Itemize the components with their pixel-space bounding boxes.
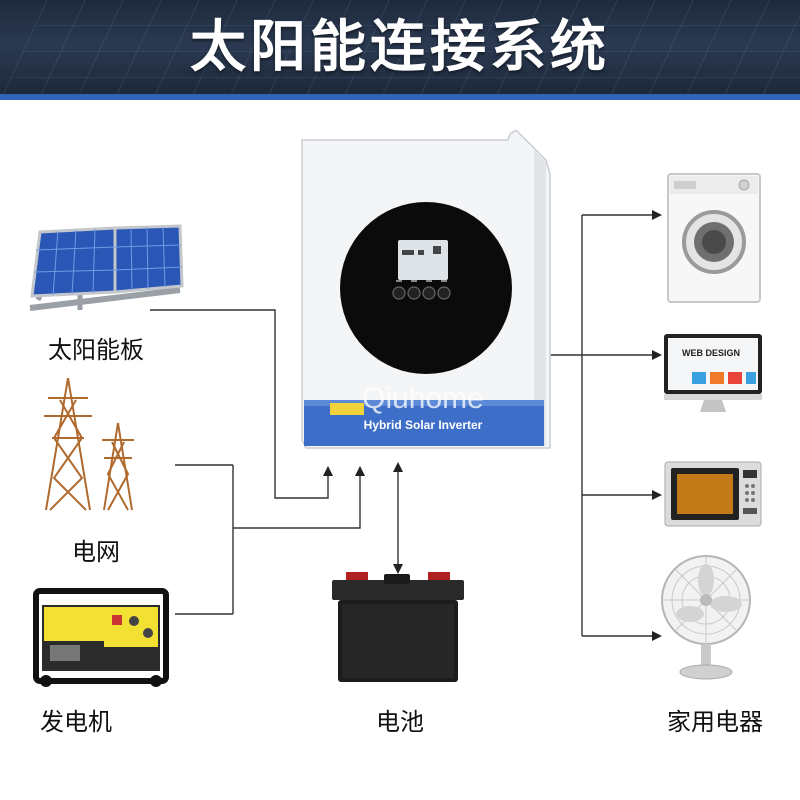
monitor-icon: [664, 334, 762, 412]
hybrid-solar-inverter: [301, 130, 551, 449]
microwave-icon: [664, 461, 762, 527]
header-banner: 太阳能连接系统: [0, 0, 800, 100]
battery-label: 电池: [376, 708, 424, 736]
monitor-screen-text: WEB DESIGN: [682, 348, 741, 358]
solar-panel-label: 太阳能板: [48, 336, 144, 364]
inverter-product-label: Hybrid Solar Inverter: [363, 418, 483, 432]
washing-machine-icon: [667, 173, 761, 303]
generator-label: 发电机: [40, 708, 112, 736]
power-grid-icon: [44, 378, 134, 511]
solar-panel-icon: [29, 224, 184, 311]
electric-fan-icon: [661, 555, 751, 680]
solar-line: [150, 309, 333, 499]
appliances-label: 家用电器: [667, 708, 763, 736]
battery-icon: [332, 572, 464, 682]
page-title: 太阳能连接系统: [190, 15, 610, 80]
header-stripe: [0, 94, 800, 100]
generator-icon: [33, 588, 169, 687]
grid-to-inverter: [233, 466, 365, 529]
grid-label: 电网: [72, 538, 120, 566]
warning-sticker: [330, 403, 364, 415]
brand-watermark: Qiuhome: [362, 382, 484, 415]
